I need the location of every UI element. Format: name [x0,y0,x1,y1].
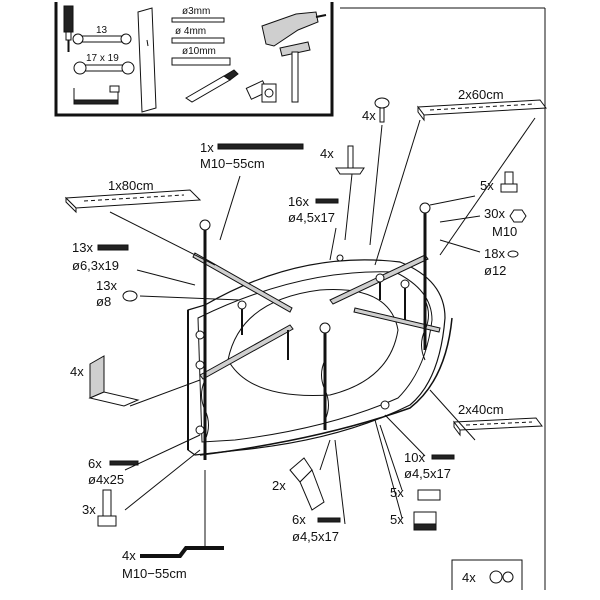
washer-icon [507,250,519,258]
caps-qty: 4x [462,570,476,585]
wrench-small-label: 13 [96,25,108,36]
foot-plate-icon [335,145,365,175]
screwdriver-icon [63,5,74,52]
caps-box [451,559,523,590]
drill-bit-3-label: ø3mm [182,6,210,17]
profile-80cm-label: 1x80cm [108,178,154,193]
foot-3-qty: 3x [82,502,96,517]
support-foot-icon [97,489,117,527]
wrench-large-label: 17 x 19 [86,53,119,64]
mounting-bracket-icon [289,457,325,511]
screw-16-qty: 16x [288,194,309,209]
bent-rod-icon [140,546,224,558]
knob-qty: 4x [362,108,376,123]
washer-13-size: ø8 [96,294,111,309]
washer-18-size: ø12 [484,263,506,278]
rod-1x-size: M10−55cm [200,156,265,171]
tools-panel: 13 17 x 19 ø3mm ø 4mm ø10mm [54,2,546,117]
leader-lines [109,117,536,548]
rod-4x-qty: 4x [122,548,136,563]
screw-10-qty: 10x [404,450,425,465]
drill-bit-10-label: ø10mm [182,46,216,57]
profile-40cm-label: 2x40cm [458,402,504,417]
threaded-rod-icon [217,143,304,150]
angle-bracket-icon [88,355,140,407]
bathtub-frame [187,202,453,460]
corner-clip-icon [413,511,437,531]
washer-large-icon [122,290,138,302]
screw-10-size: ø4,5x17 [404,466,451,481]
power-drill-icon [261,11,327,47]
screw-10-icon [431,454,455,460]
drill-bit-3-icon [171,17,225,23]
screw-16-size: ø4,5x17 [288,210,335,225]
wrench-large-icon [73,61,135,75]
profile-80cm [64,189,202,214]
drill-bit-4-icon [171,37,225,44]
nut-30-size: M10 [492,224,517,239]
drill-bit-10-icon [171,57,231,66]
nut-30-qty: 30x [484,206,505,221]
support-rail-main [192,252,441,380]
drill-bit-4-label: ø 4mm [175,26,206,37]
screw-short-icon [317,517,341,523]
bracket-2-qty: 2x [272,478,286,493]
screw-13-size: ø6,3x19 [72,258,119,273]
screw-13-qty: 13x [72,240,93,255]
knife-icon [185,69,239,103]
clip-icon [417,489,441,501]
rod-4x-size: M10−55cm [122,566,187,581]
nut-icon [509,209,527,223]
screw-6-qty: 6x [88,456,102,471]
profile-60cm [417,99,547,122]
screw-6-size: ø4x25 [88,472,124,487]
hacksaw-icon [73,85,120,105]
leveling-leg-icon [500,171,518,193]
legs [195,202,431,460]
adjust-knob-icon [374,97,390,123]
screw-icon [315,198,339,204]
screw-long-icon [109,460,139,466]
rod-1x-qty: 1x [200,140,214,155]
screw-6b-size: ø4,5x17 [292,529,339,544]
tape-measure-icon [261,83,277,103]
angle-qty: 4x [70,364,84,379]
spirit-level-icon [137,7,157,113]
wrench-small-icon [72,33,132,45]
washer-18-qty: 18x [484,246,505,261]
plate-feet-qty: 4x [320,146,334,161]
hammer-icon [279,41,311,103]
profile-60cm-label: 2x60cm [458,87,504,102]
profile-40cm [453,417,543,437]
washer-13-qty: 13x [96,278,117,293]
clip-5-qty: 5x [390,485,404,500]
screw-6b-qty: 6x [292,512,306,527]
clip-5b-qty: 5x [390,512,404,527]
screw-large-icon [97,244,129,251]
